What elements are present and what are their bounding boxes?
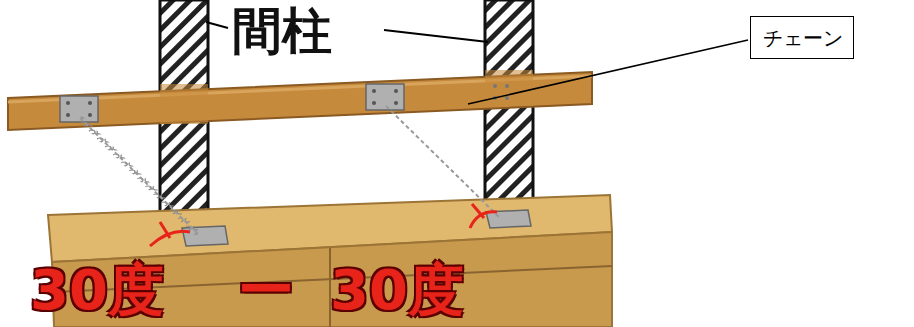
stud-pillar [160,0,208,215]
angle-mark [150,231,190,246]
chain [386,106,500,218]
chain [80,118,198,234]
angle-label: 30度 [30,262,164,318]
metal-plate [366,84,404,110]
leader-line [384,30,488,42]
dash-label: ー [238,262,294,318]
metal-plate [60,96,98,122]
callout-box: チェーン [750,16,854,59]
chain [80,118,198,234]
callout-text: チェーン [763,25,841,52]
leader-line [468,40,748,104]
part-name: 間柱 [232,6,332,56]
leader-line [206,22,228,28]
angle-mark [470,212,497,228]
angle-label: 30度 [330,262,464,318]
